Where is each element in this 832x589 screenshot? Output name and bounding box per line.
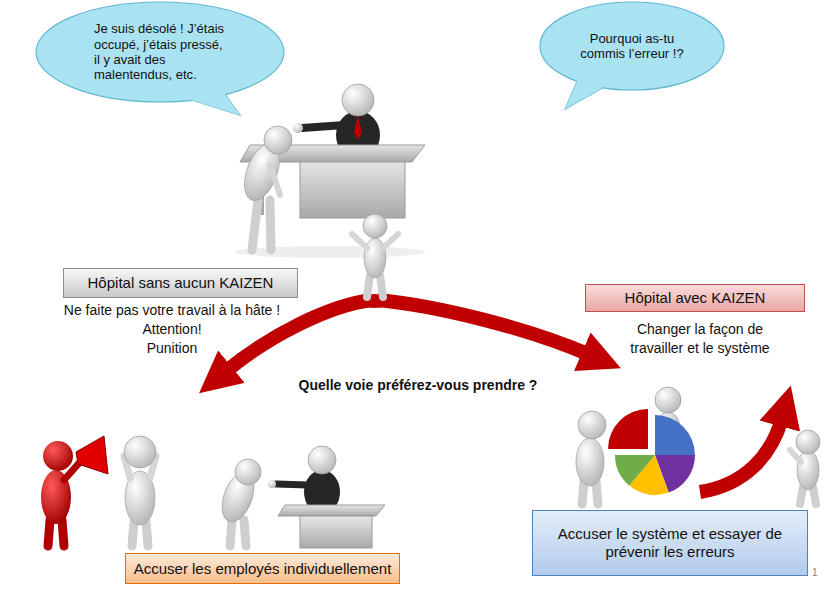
boss-hand [293,123,303,133]
figure-leg [48,520,50,546]
figure-arm [383,234,398,248]
conclusion-box: Accuser le système et essayer de préveni… [532,510,808,576]
pie-slice [615,455,655,486]
bubble-ellipse [36,2,284,102]
figure-leg [582,482,584,504]
box-text: Accuser les employés individuellement [134,560,392,578]
bubble-ellipse [540,2,724,90]
desk-top [278,505,385,516]
page-number: 1 [812,567,818,579]
boss-arm [276,484,308,485]
conclusion-box: Accuser les employés individuellement [125,553,401,584]
speech-bubble: Je suis désolé ! J’étais occupé, j’étais… [35,1,285,103]
figure-leg [252,200,258,250]
figure-arm [270,165,280,195]
bubble-tail-fill [565,75,610,109]
figure-head [363,214,387,238]
boss-head [308,446,336,474]
box-text: Hôpital sans aucun KAIZEN [88,274,274,292]
label-holder: Attention! [142,321,201,337]
figure-body [364,238,386,278]
figure-head [796,430,820,454]
figure-leg [62,520,64,546]
note-text: Punition [147,340,198,356]
figure-leg [270,200,271,250]
figure-arm [352,234,367,248]
figure-leg [230,520,232,546]
figure-body [797,450,819,490]
note-text: Changer la façon de travailler et le sys… [630,320,770,358]
boss-head [342,84,374,116]
figure-head [124,436,156,468]
figure-head [578,411,606,439]
megaphone [76,436,108,474]
ground-shadow [235,246,425,258]
speech-bubble: Pourquoi as-tu commis l’erreur !? [539,1,725,91]
arrow-right-branch [378,300,590,355]
figure-leg [132,522,134,546]
red-figure-head [43,441,73,471]
growth-arrow [700,418,782,492]
label-holder: 1 [812,567,818,579]
bubble-text: Je suis désolé ! J’étais occupé, j’étais… [94,21,226,82]
figure-leg [380,275,383,297]
figure-leg [367,275,370,297]
note-text: Ne faite pas votre travail à la hâte ! [64,302,280,318]
boss-desk-scene [235,84,425,258]
note-text: Attention! [142,321,201,337]
boss-arm [302,125,345,128]
label-holder: Changer la façon de travailler et le sys… [630,320,770,358]
kaizen-scene [576,387,820,504]
figure-head [655,387,681,413]
blame-scene [41,436,385,548]
figure-arm [790,450,801,462]
boss-tie [354,116,362,140]
figure-leg [146,522,148,546]
desk-front [300,160,405,218]
figure-body [576,438,604,486]
figure-head [235,459,261,485]
title-box: Hôpital avec KAIZEN [585,284,805,312]
figure-leg [800,487,803,504]
figure-leg [596,482,598,504]
bubble-text: Pourquoi as-tu commis l’erreur !? [575,31,689,62]
figure-head [264,126,292,154]
box-text: Accuser le système et essayer de préveni… [545,525,795,560]
box-text: Hôpital avec KAIZEN [625,289,766,307]
boss-hand [268,480,276,488]
title-box: Hôpital sans aucun KAIZEN [63,268,298,298]
pie-slice [655,415,695,455]
question-text: Quelle voie préférez-vous prendre ? [296,377,541,393]
bubble-tail-fill [185,91,240,115]
figure-leg [244,520,246,546]
figure-leg [813,487,816,504]
label-holder: Ne faite pas votre travail à la hâte ! [64,302,280,318]
desk-front [300,516,372,548]
pie-slice [608,409,648,449]
label-holder: Punition [147,340,198,356]
label-holder: Quelle voie préférez-vous prendre ? [296,377,541,393]
